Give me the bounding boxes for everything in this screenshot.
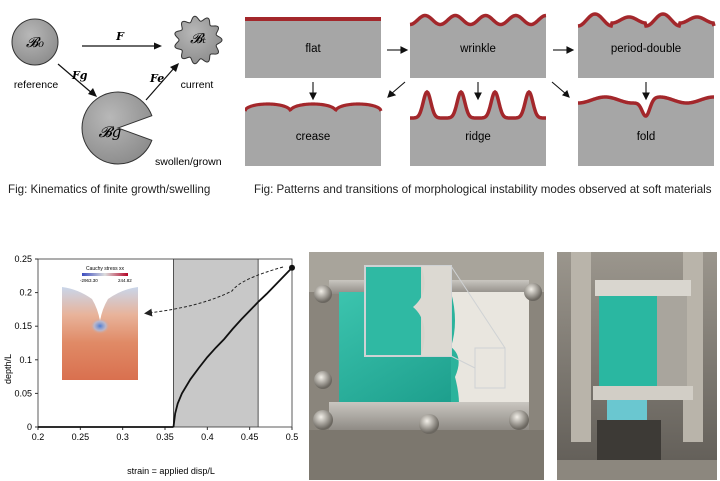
grown-label: swollen/grown xyxy=(155,156,222,168)
arrow-wrinkle-to-crease xyxy=(387,81,406,98)
dashed-pointer-arrow xyxy=(144,266,284,317)
inset-min-label: -2963.30 xyxy=(80,278,98,283)
Fe-arrow xyxy=(145,66,176,101)
x-tick-label: 0.45 xyxy=(241,432,259,442)
experiment-photo-side-view xyxy=(557,252,717,480)
reference-body xyxy=(11,18,59,66)
patterns-caption: Fig: Patterns and transitions of morphol… xyxy=(254,183,712,196)
F-arrowhead xyxy=(154,42,162,50)
x-tick-label: 0.5 xyxy=(286,432,299,442)
side-teal-specimen xyxy=(599,296,657,386)
series-end-point xyxy=(289,264,295,271)
panel-fold-label: fold xyxy=(637,131,656,143)
y-tick-label: 0.25 xyxy=(14,254,32,264)
Fg-arrowhead xyxy=(88,88,97,97)
chart-shaded-band xyxy=(173,259,259,427)
arrow-period-double-to-fold xyxy=(642,82,650,101)
Fe-arrowhead xyxy=(170,63,179,72)
panel-period-double-label: period-double xyxy=(611,43,681,55)
y-tick-label: 0 xyxy=(27,422,32,432)
panel-ridge-label: ridge xyxy=(465,131,491,143)
arrow-wrinkle-to-period-double xyxy=(553,46,575,54)
kinematics-caption: Fig: Kinematics of finite growth/swellin… xyxy=(8,183,211,196)
current-label: current xyxy=(181,79,214,91)
current-symbol: 𝓑ₜ xyxy=(190,31,206,47)
x-axis-label: strain = applied disp/L xyxy=(127,466,215,476)
panel-wrinkle-label: wrinkle xyxy=(459,43,496,55)
current-body xyxy=(174,15,223,65)
x-tick-label: 0.35 xyxy=(156,432,174,442)
inset-title: Cauchy stress xx xyxy=(86,266,125,272)
kinematics-diagram: 𝓑₀ reference F 𝓑ₜ current Fg Fe 𝓑g swoll… xyxy=(11,15,223,168)
inset-colorbar xyxy=(82,273,128,276)
Fe-label: Fe xyxy=(149,72,164,85)
side-top-plate xyxy=(595,280,691,296)
x-tick-label: 0.2 xyxy=(32,432,45,442)
F-label: F xyxy=(115,30,125,43)
panel-flat-label: flat xyxy=(305,43,321,55)
grown-symbol: 𝓑g xyxy=(99,123,122,141)
inset-stress-plot: Cauchy stress xx -2963.30 244.82 xyxy=(62,266,138,380)
arrow-wrinkle-to-ridge xyxy=(474,82,482,101)
y-tick-label: 0.15 xyxy=(14,321,32,331)
panel-fold: fold xyxy=(577,95,715,166)
panel-period-double: period-double xyxy=(577,12,716,78)
x-tick-label: 0.25 xyxy=(72,432,90,442)
reference-label: reference xyxy=(14,79,59,91)
experiment-photo-closeup xyxy=(309,252,544,480)
arrow-flat-to-wrinkle xyxy=(387,46,409,54)
Fg-arrow xyxy=(57,63,94,95)
x-tick-label: 0.4 xyxy=(201,432,214,442)
arrow-flat-to-crease xyxy=(309,82,317,101)
bolts xyxy=(313,283,542,434)
y-tick-label: 0.05 xyxy=(14,388,32,398)
y-tick-label: 0.1 xyxy=(19,355,32,365)
panel-ridge: ridge xyxy=(410,89,546,166)
x-tick-label: 0.3 xyxy=(116,432,129,442)
inset-max-label: 244.82 xyxy=(118,278,132,283)
grown-body xyxy=(81,91,153,165)
arrow-wrinkle-to-fold xyxy=(551,81,570,98)
y-axis-label: depth/L xyxy=(3,354,13,384)
panel-crease-label: crease xyxy=(296,131,331,143)
reference-symbol: 𝓑₀ xyxy=(26,35,44,51)
panel-flat: flat xyxy=(245,17,381,78)
Fg-label: Fg xyxy=(71,69,88,82)
panel-wrinkle: wrinkle xyxy=(409,13,547,78)
series-crease-branch xyxy=(172,267,293,428)
y-tick-label: 0.2 xyxy=(19,288,32,298)
inset-stress-spot xyxy=(90,318,110,334)
panel-crease: crease xyxy=(245,102,383,166)
side-bottom-plate xyxy=(593,386,693,400)
depth-strain-chart: 0.2 0.25 0.3 0.35 0.4 0.45 0.5 0 0.05 0.1 0.15 0.2… xyxy=(3,254,299,476)
patterns-diagram: flat wrinkle period-double crease ridge … xyxy=(245,12,716,166)
